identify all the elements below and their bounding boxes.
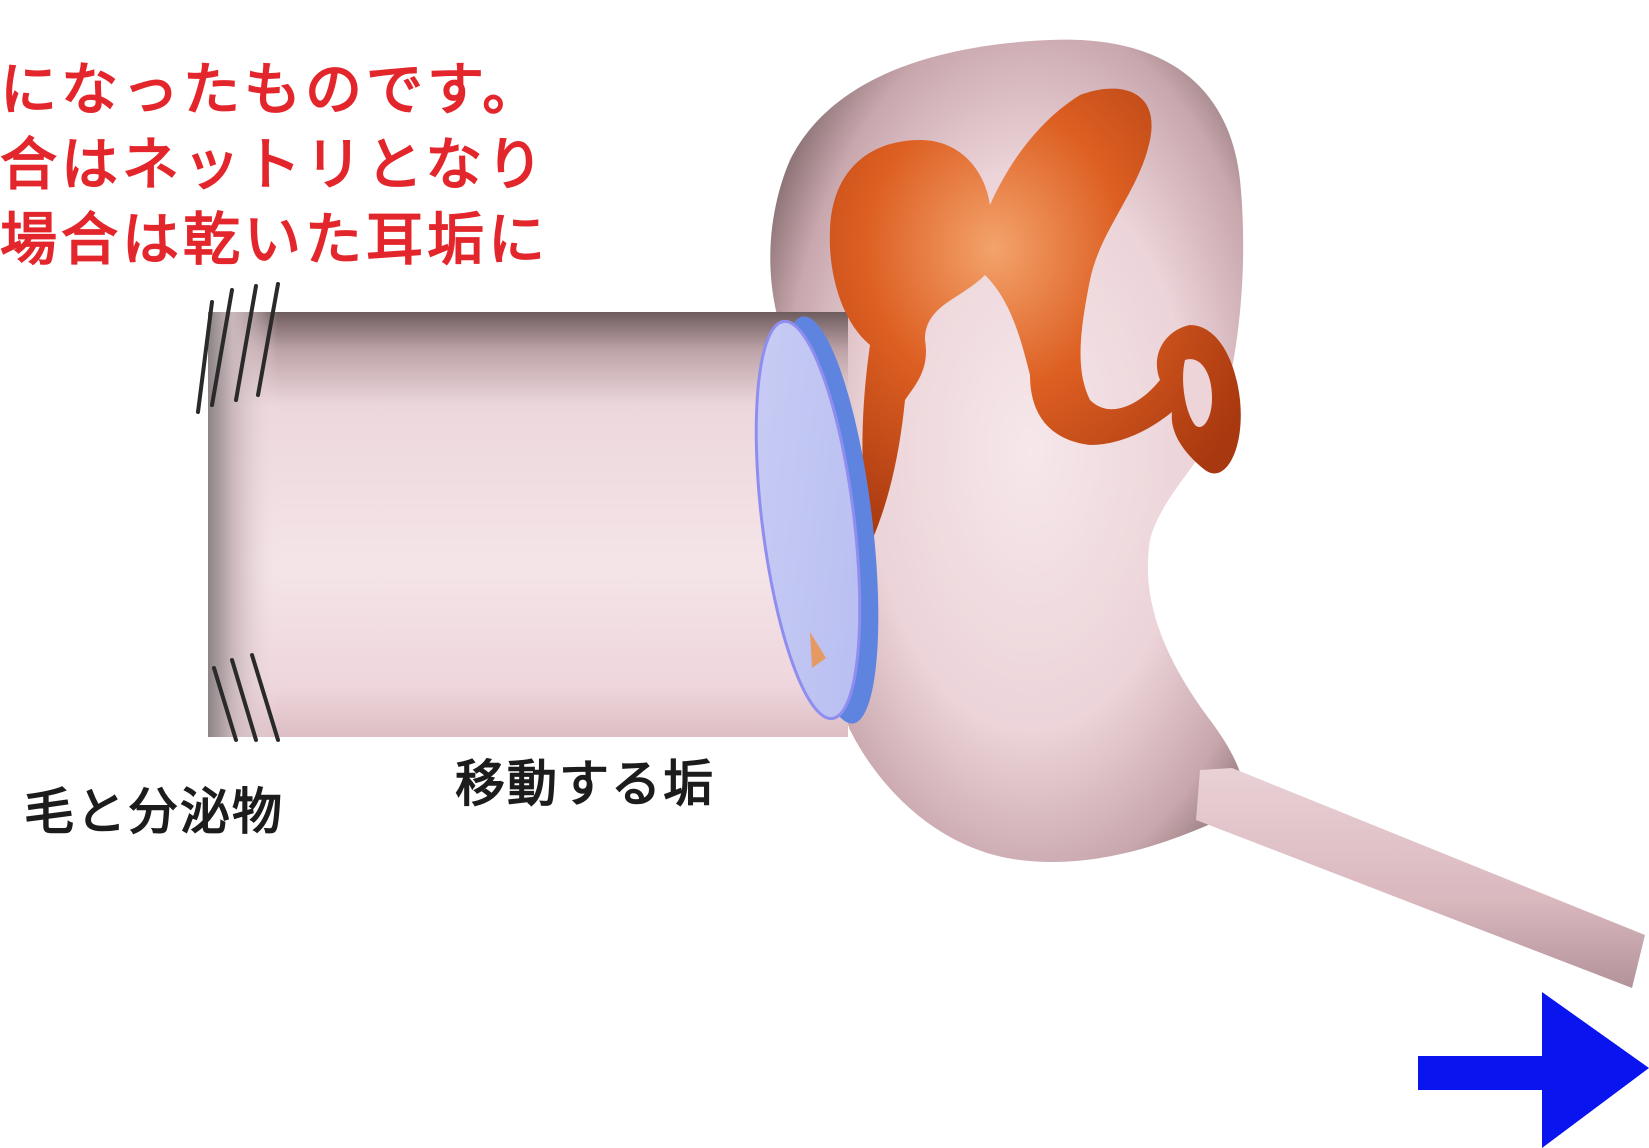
eustachian-tube — [1196, 768, 1645, 988]
right-arrow-shape — [1418, 992, 1649, 1148]
label-hair-secretion: 毛と分泌物 — [24, 772, 284, 844]
right-arrow-icon[interactable] — [1410, 988, 1649, 1148]
intro-text-line-2: になったものです。 — [0, 53, 549, 128]
intro-text-line-3: 合はネットリとなり — [0, 128, 549, 203]
intro-text-line-1 — [0, 0, 549, 53]
intro-text: になったものです。 合はネットリとなり 場合は乾いた耳垢に — [0, 0, 549, 278]
intro-text-line-4: 場合は乾いた耳垢に — [0, 203, 549, 278]
label-moving-wax: 移動する垢 — [455, 744, 715, 816]
ear-canal — [208, 312, 848, 737]
